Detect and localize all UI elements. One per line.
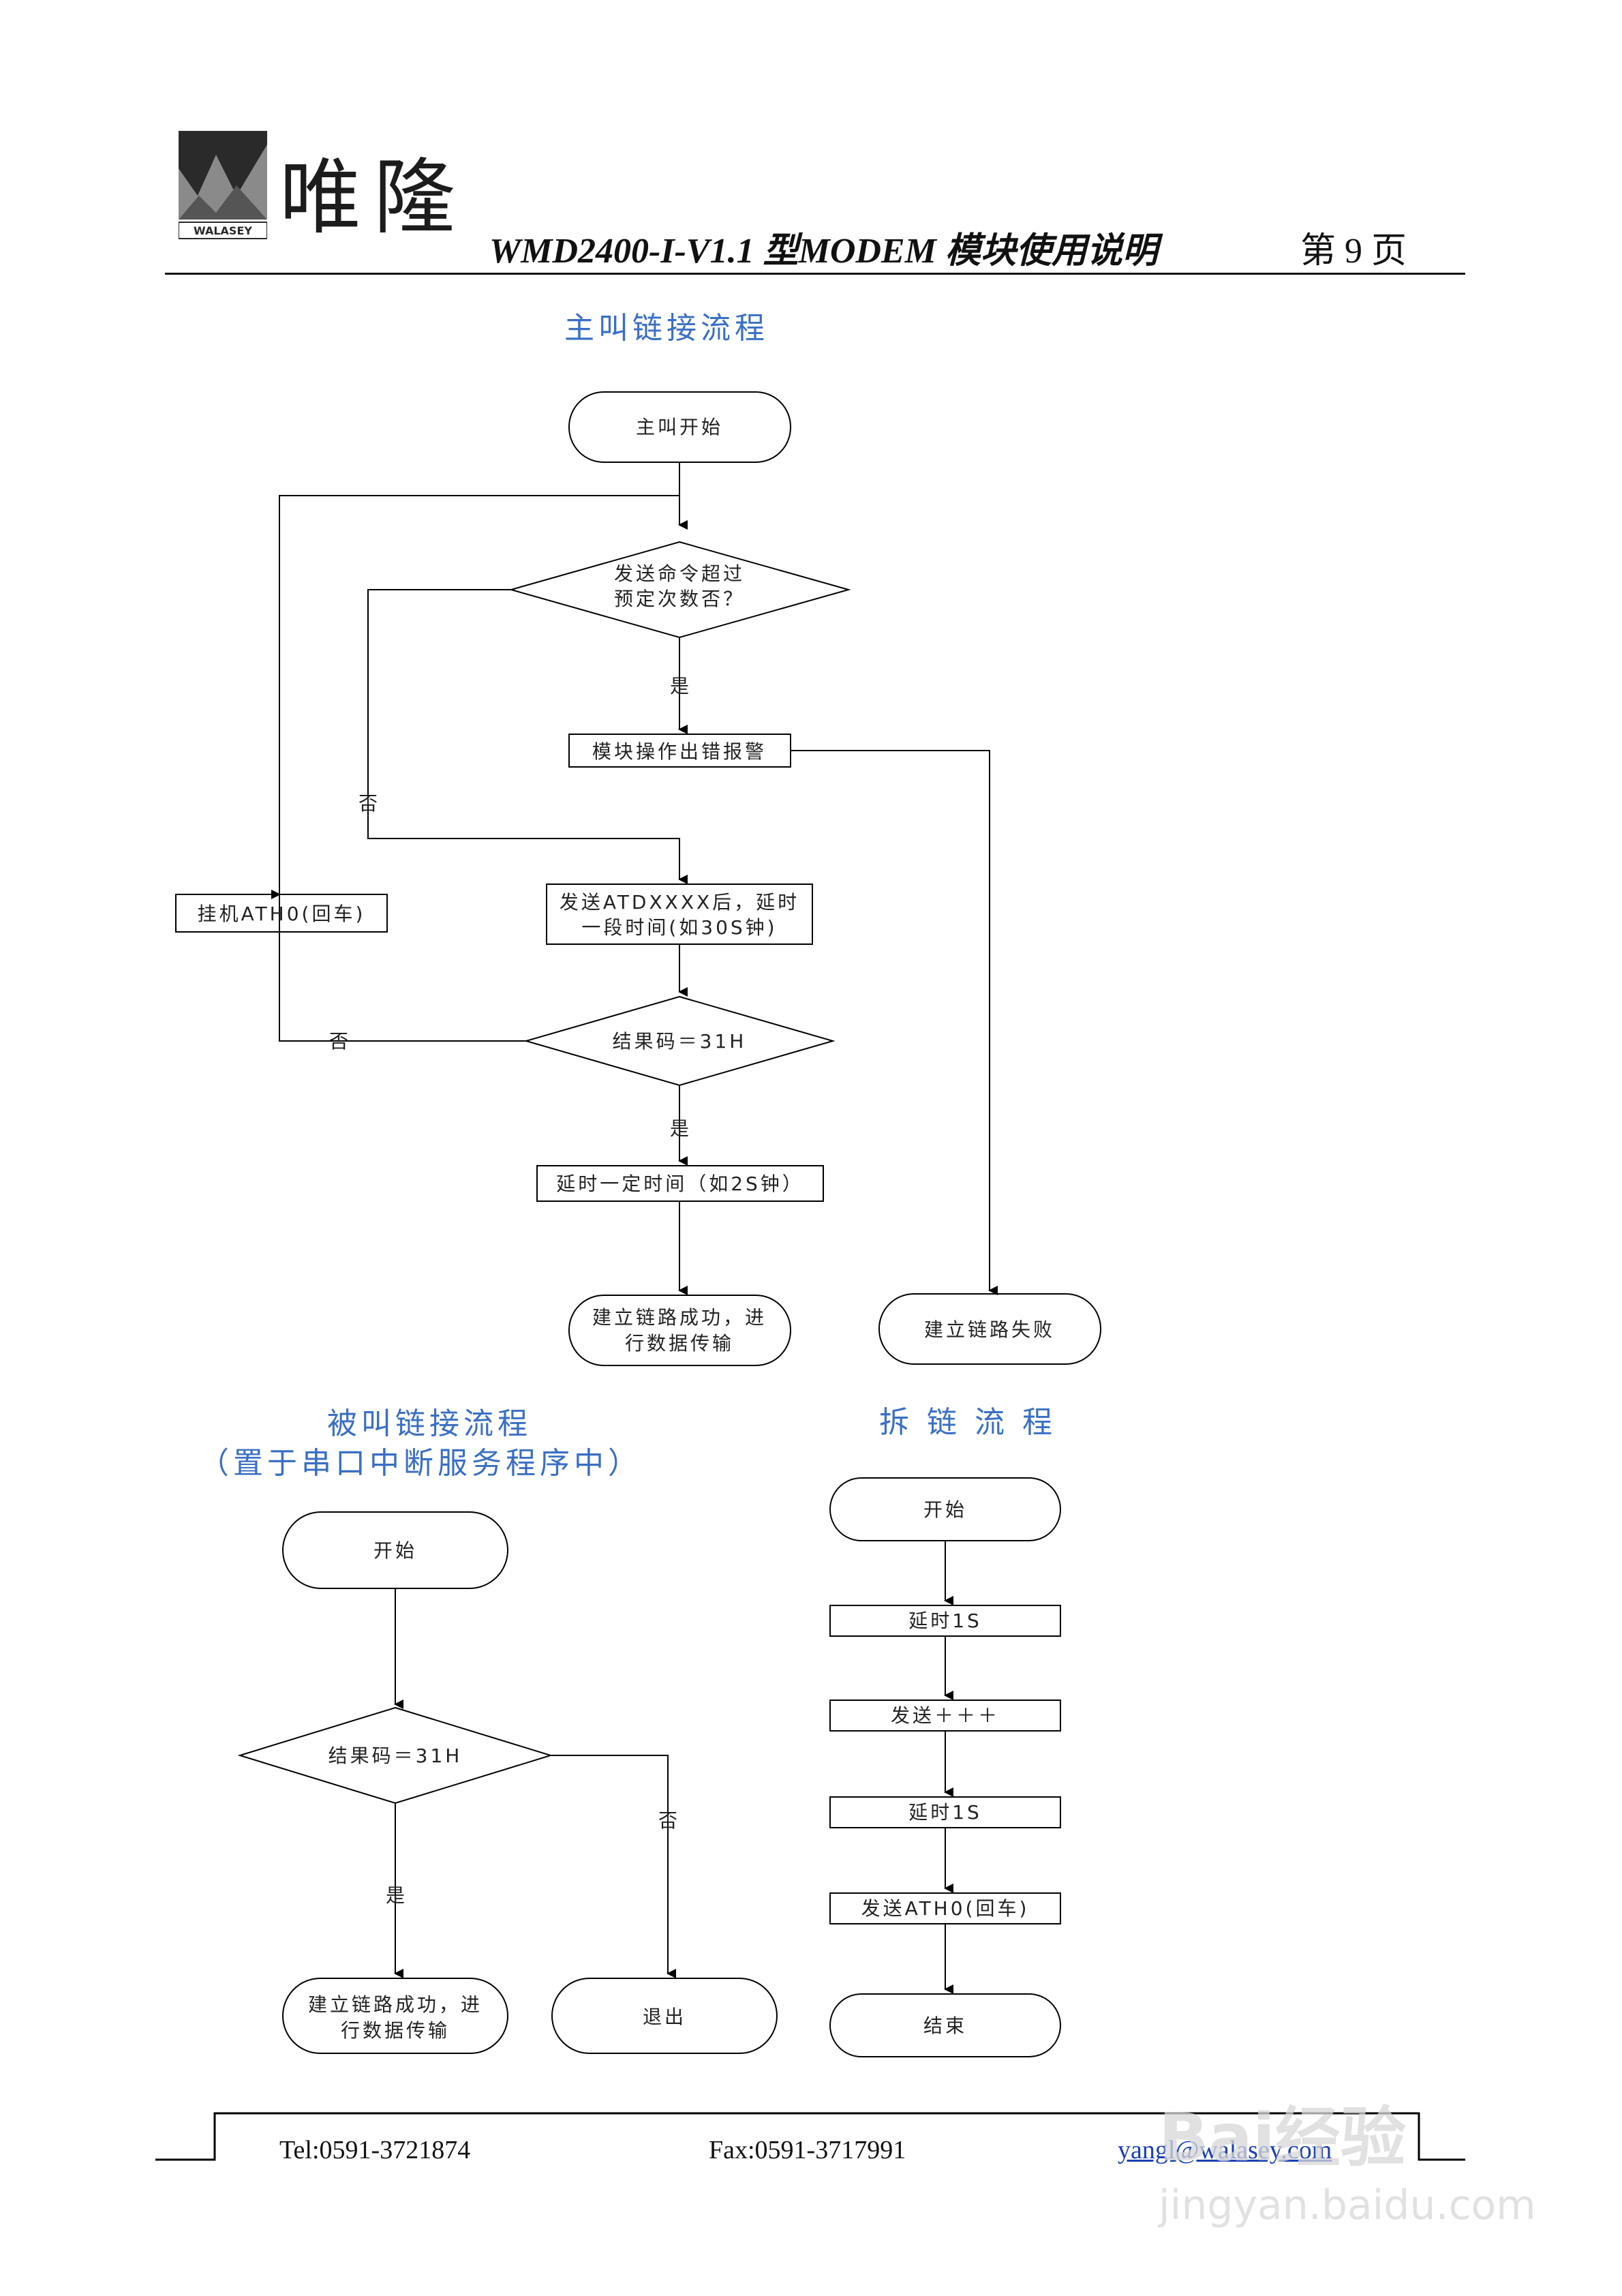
logo: WALASEY [178,131,268,240]
watermark-logo: Bai经验 [1159,2100,1406,2176]
caller-no-label-1: 否 [358,792,378,815]
error-alarm-label: 模块操作出错报警 [592,740,767,763]
callee-flow-subtitle: （置于串口中断服务程序中） [199,1446,642,1481]
delay-label: 延时一定时间（如2S钟） [556,1173,804,1195]
hangup-end-node [829,1993,1061,2057]
hangup-delay2-label: 延时1S [908,1801,982,1824]
document-title: WMD2400-I-V1.1 型MODEM 模块使用说明 [489,232,1158,271]
link-fail-label: 建立链路失败 [924,1318,1055,1341]
hangup-ath-label: 挂机ATH0(回车) [198,903,366,925]
logo-text: 唯隆 [279,151,468,245]
send-atd-label-2: 一段时间(如30S钟) [581,916,777,939]
caller-flow-title: 主叫链接流程 [564,311,769,346]
hangup-end-label: 结束 [923,2014,967,2037]
svg-text:WALASEY: WALASEY [194,224,252,237]
caller-start-label: 主叫开始 [636,416,723,438]
hangup-send-plus-label: 发送＋＋＋ [891,1704,1000,1727]
footer-email-link[interactable]: yangl@walasey.com [1118,2136,1332,2164]
callee-yes-label: 是 [386,1884,405,1907]
callee-result-label: 结果码＝31H [328,1744,463,1767]
caller-check-label-1: 发送命令超过 [614,562,745,585]
hangup-delay1-label: 延时1S [908,1610,982,1632]
caller-success-label-1: 建立链路成功，进 [592,1306,767,1329]
header-rule [165,273,1465,275]
callee-flow-title: 被叫链接流程 [327,1406,532,1441]
footer-fax: Fax:0591-3717991 [709,2136,906,2164]
callee-start-label: 开始 [373,1539,417,1562]
logo-mark-icon: WALASEY [178,131,268,239]
callee-success-label-2: 行数据传输 [341,2019,450,2042]
footer-rule [155,2112,1465,2161]
caller-success-label-2: 行数据传输 [625,1332,734,1355]
caller-check-label-2: 预定次数否？ [614,588,745,610]
footer-tel: Tel:0591-3721874 [279,2136,471,2164]
callee-success-label-1: 建立链路成功，进 [308,1993,483,2016]
exit-label: 退出 [643,2006,686,2028]
caller-no-label-2: 否 [329,1030,348,1053]
exit-node [551,1978,778,2054]
watermark-url: jingyan.baidu.com [1159,2181,1536,2229]
caller-success-node [568,1295,791,1366]
hangup-flow-title: 拆 链 流 程 [879,1405,1056,1440]
callee-no-label: 否 [658,1809,677,1832]
hangup-start-label: 开始 [923,1498,967,1521]
caller-result-label: 结果码＝31H [613,1030,747,1053]
page-number: 第 9 页 [1300,232,1407,271]
caller-yes-label-2: 是 [670,1117,689,1140]
callee-success-node [282,1978,508,2054]
hangup-ath-box [175,894,388,933]
link-fail-node [878,1293,1101,1365]
caller-yes-label-1: 是 [670,675,689,697]
send-atd-label-1: 发送ATDXXXX后，延时 [560,891,799,913]
hangup-send-ath-label: 发送ATH0(回车) [861,1897,1030,1920]
